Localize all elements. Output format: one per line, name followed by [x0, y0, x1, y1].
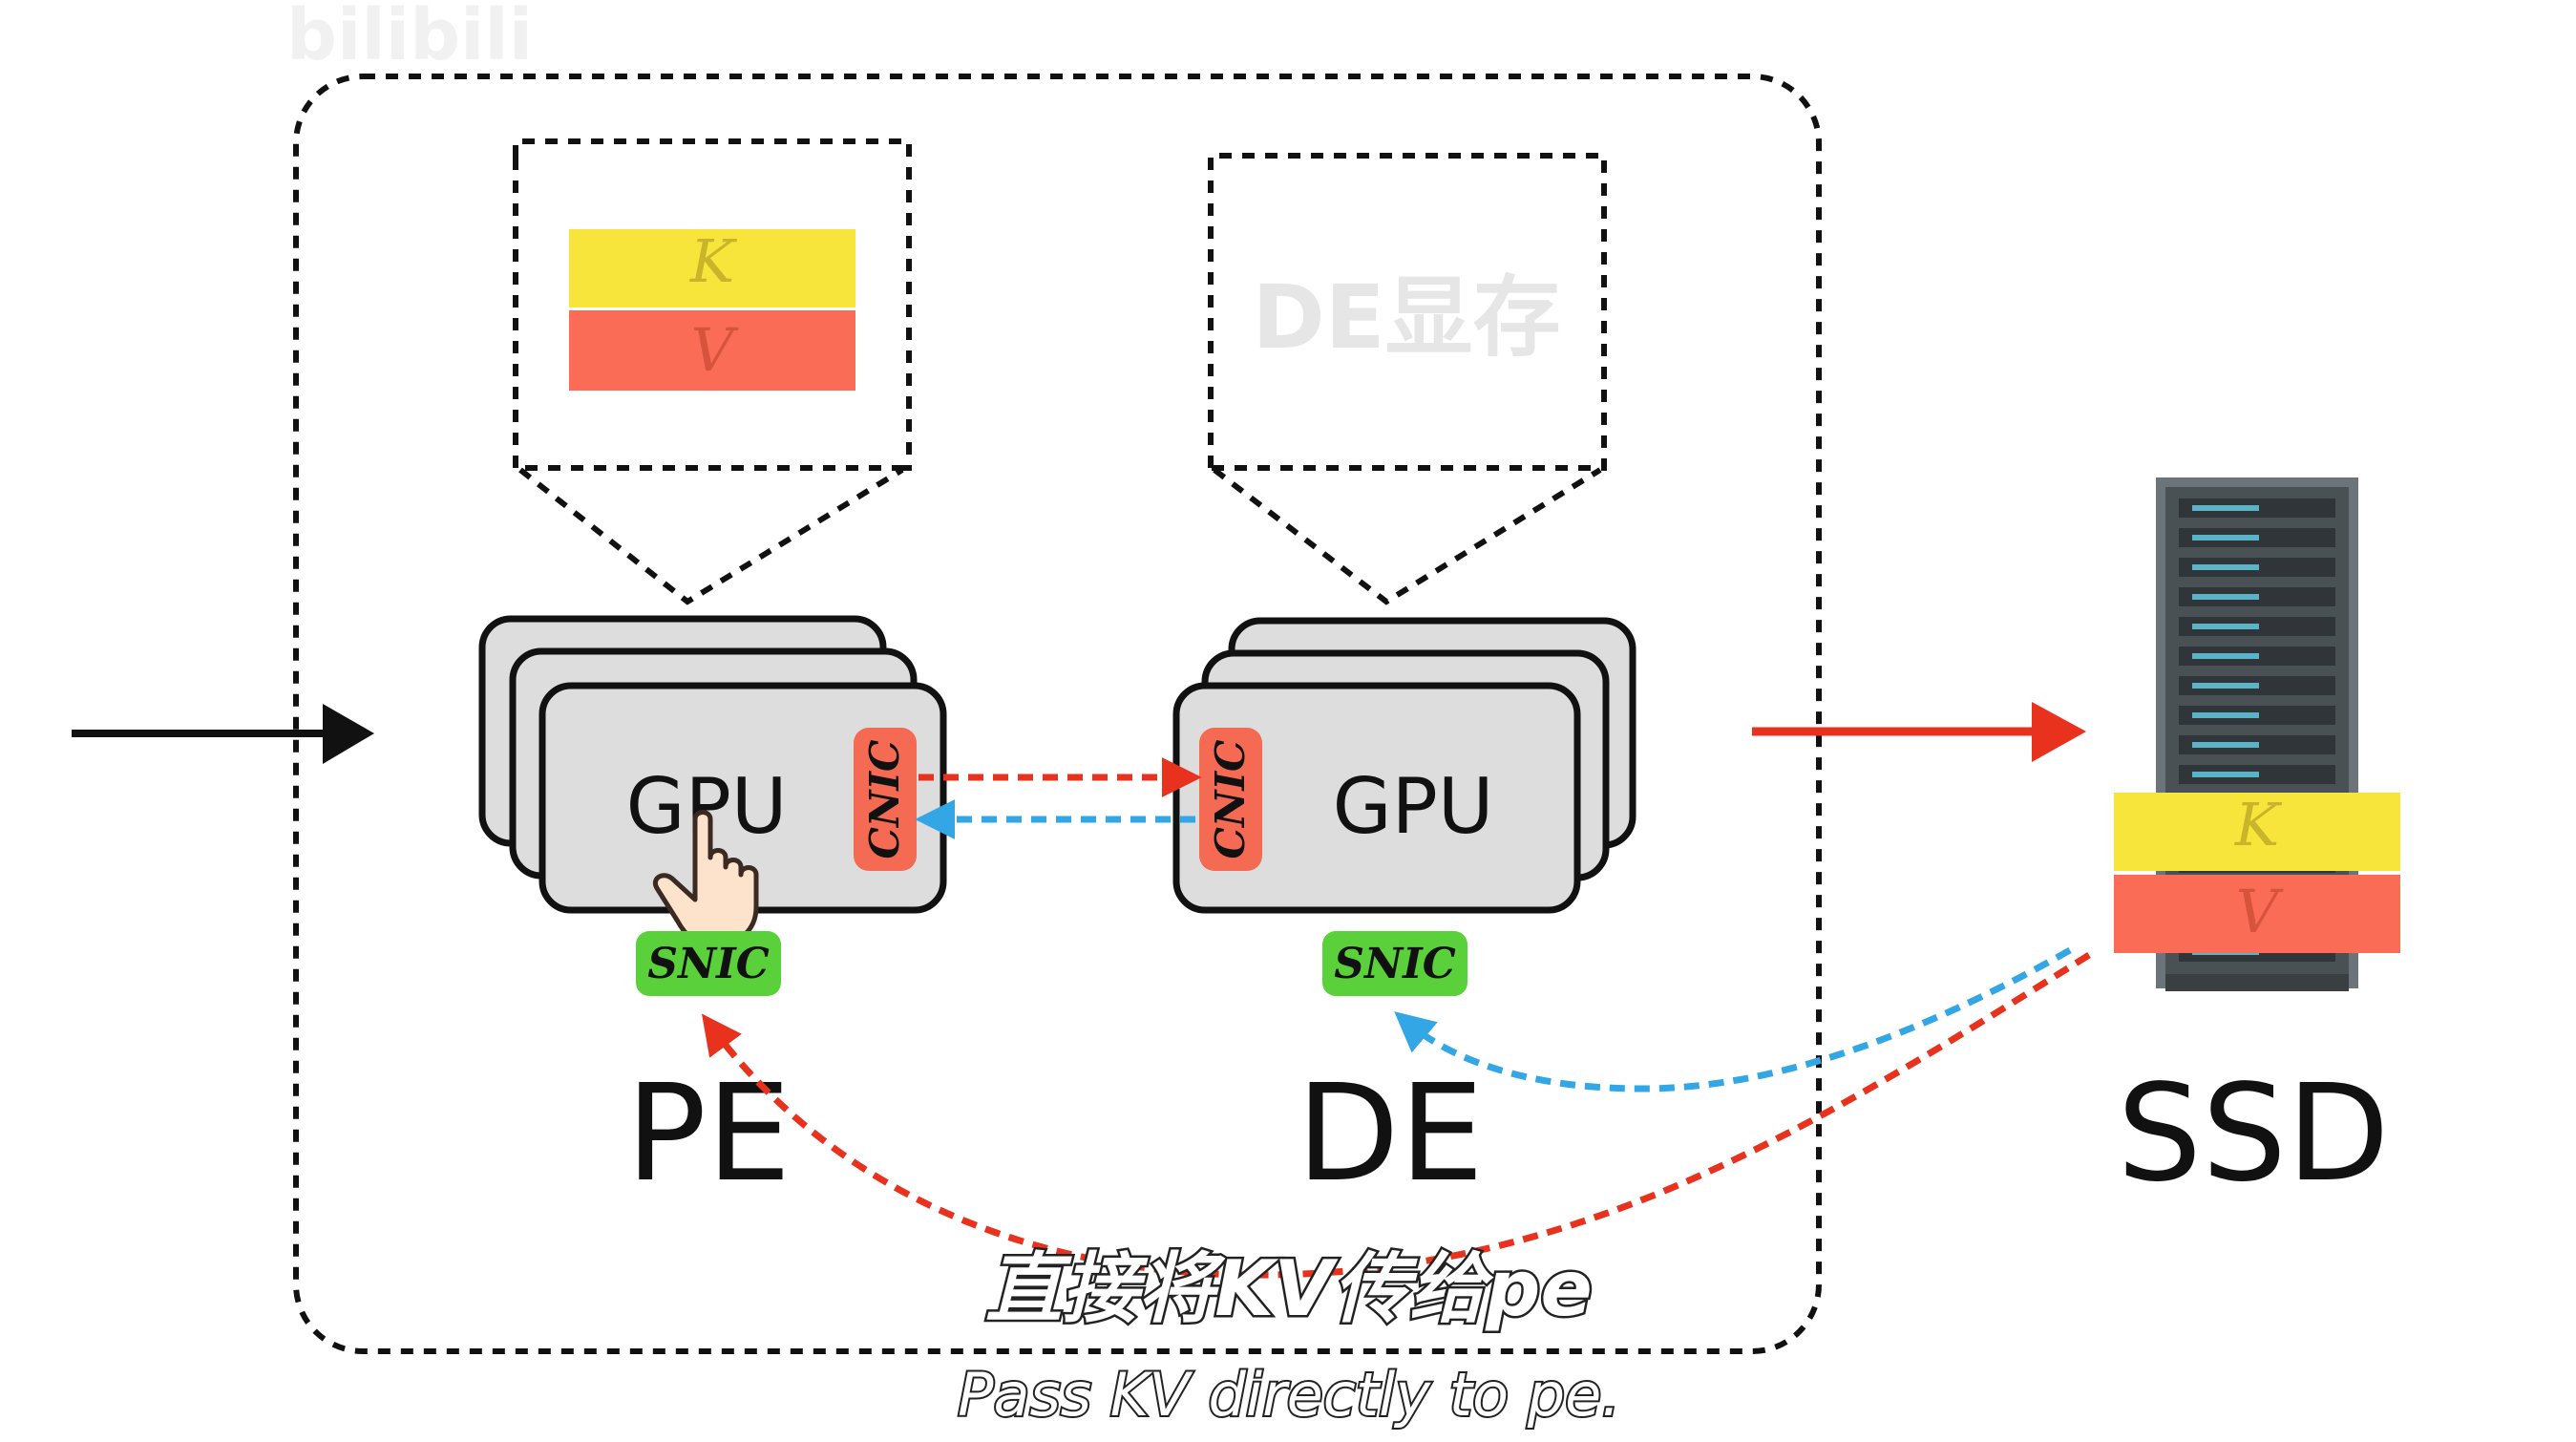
rack-slot-indicator	[2192, 624, 2259, 629]
pe-memory-box	[513, 138, 912, 605]
rack-slot-indicator	[2192, 712, 2259, 718]
watermark: bilibili	[286, 0, 533, 76]
de-snic	[1322, 931, 1467, 996]
de-gpu-label: GPU	[1333, 762, 1494, 851]
pe-k-block	[569, 229, 855, 307]
de-to-ssd-arrow-head	[2032, 702, 2086, 762]
pe-cnic-label: CNIC	[861, 739, 908, 859]
pe-snic-label: SNIC	[647, 940, 770, 988]
rack-slot-indicator	[2192, 535, 2259, 541]
ssd-to-pe-red-arrow	[701, 952, 2091, 1279]
hand-pointer-icon	[653, 810, 759, 948]
pe-cnic	[854, 728, 917, 871]
pe-v-label: V	[691, 315, 740, 385]
rack-slot-indicator	[2192, 742, 2259, 748]
de-cnic-label: CNIC	[1207, 739, 1254, 859]
ssd-v-label: V	[2236, 877, 2285, 946]
ssd-to-de-blue-arrow	[1394, 946, 2072, 1092]
rack-slot-indicator	[2192, 564, 2259, 570]
de-memory-label: DE显存	[1252, 266, 1560, 369]
de-cnic	[1199, 728, 1262, 871]
ssd-k-label: K	[2234, 790, 2283, 859]
ssd-label: SSD	[2117, 1056, 2390, 1212]
pe-gpu-stack	[478, 615, 947, 914]
cluster-boundary	[293, 74, 1822, 1354]
subtitle-chinese: 直接将KV传给pe	[985, 1244, 1592, 1333]
rack-slot-indicator	[2192, 505, 2259, 511]
pe-label: PE	[626, 1056, 792, 1212]
rack-slot-indicator	[2192, 653, 2259, 659]
pe-snic	[636, 931, 781, 996]
ssd-v-block	[2114, 875, 2400, 953]
input-arrow-head	[323, 704, 374, 764]
rack-slot-indicator	[2192, 683, 2259, 689]
ssd-k-block	[2114, 793, 2400, 871]
pe-k-label: K	[689, 226, 738, 296]
de-memory-box	[1208, 153, 1607, 605]
subtitle-english: Pass KV directly to pe.	[958, 1360, 1620, 1430]
rack-slot-indicator	[2192, 594, 2259, 600]
pe-v-block	[569, 310, 855, 391]
rack-slot-indicator	[2192, 772, 2259, 777]
de-snic-label: SNIC	[1334, 940, 1456, 988]
de-gpu-stack	[1172, 617, 1636, 914]
de-label: DE	[1297, 1056, 1484, 1212]
